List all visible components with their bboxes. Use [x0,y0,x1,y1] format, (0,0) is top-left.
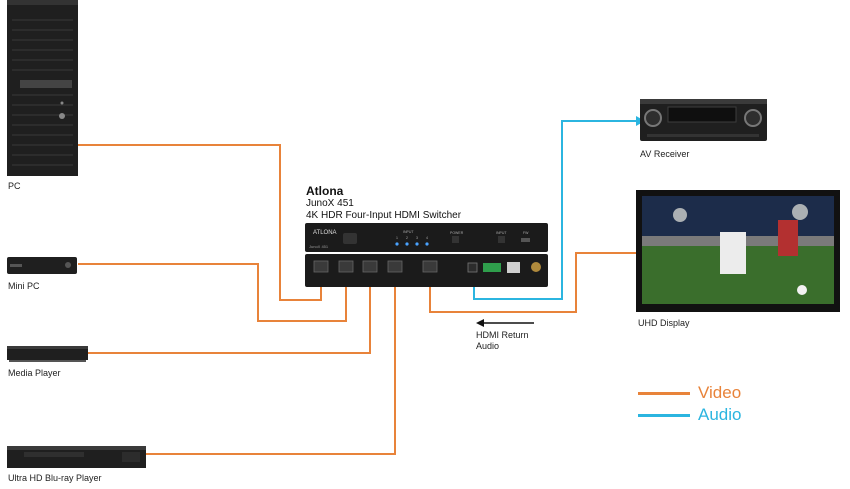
input-number-3: 3 [416,236,418,240]
video-cable-mini-pc [78,263,347,322]
return-audio-arrow [476,319,534,327]
input-number-2: 2 [406,236,408,240]
switcher-power-label: POWER [450,231,464,235]
switcher-fw-label: FW [523,231,529,235]
legend-swatch-video [638,391,690,395]
bluray-label: Ultra HD Blu-ray Player [8,473,102,483]
uhd-display-label: UHD Display [638,318,690,328]
uhd-display-icon [636,190,840,312]
bluray-player-icon [7,446,146,468]
switcher-brand: Atlona [306,184,344,198]
switcher-model: JunoX 451 [306,198,354,209]
mini-pc-label: Mini PC [8,281,40,291]
mini-pc-icon [7,257,77,274]
video-cables [78,144,636,455]
legend-item-audio: Audio [638,404,741,426]
switcher-input-label: INPUT [403,230,414,234]
switcher-rear-panel [305,254,548,287]
switcher-front-panel: ATLONA JunoX 451 INPUT 1 2 3 4 POWER INP… [305,223,548,252]
video-cable-pc [78,144,322,301]
input-number-1: 1 [396,236,398,240]
video-cable-bluray [146,275,396,455]
switcher-front-logo: ATLONA [313,230,337,236]
video-cable-display [429,252,636,313]
switcher-title-block: Atlona JunoX 451 4K HDR Four-Input HDMI … [306,184,461,222]
legend: Video Audio [638,382,741,426]
legend-label-audio: Audio [698,405,742,424]
return-audio-line1: HDMI Return [476,330,529,340]
av-receiver-label: AV Receiver [640,149,690,159]
media-player-icon [7,346,88,362]
audio-cables [473,120,636,300]
return-audio-label: HDMI Return Audio [476,330,529,352]
input-number-4: 4 [426,236,428,240]
switcher-input-button-label: INPUT [496,231,507,235]
pc-tower-icon [7,0,78,176]
audio-cable-receiver [473,120,636,300]
pc-label: PC [8,181,21,191]
legend-swatch-audio [638,413,690,417]
media-player-label: Media Player [8,368,61,378]
return-audio-line2: Audio [476,341,500,351]
switcher-front-model: JunoX 451 [309,244,329,249]
av-receiver-icon [640,99,767,141]
switcher-description: 4K HDR Four-Input HDMI Switcher [306,210,462,221]
legend-item-video: Video [638,382,741,404]
video-cable-media-player [88,275,371,354]
legend-label-video: Video [698,383,742,402]
